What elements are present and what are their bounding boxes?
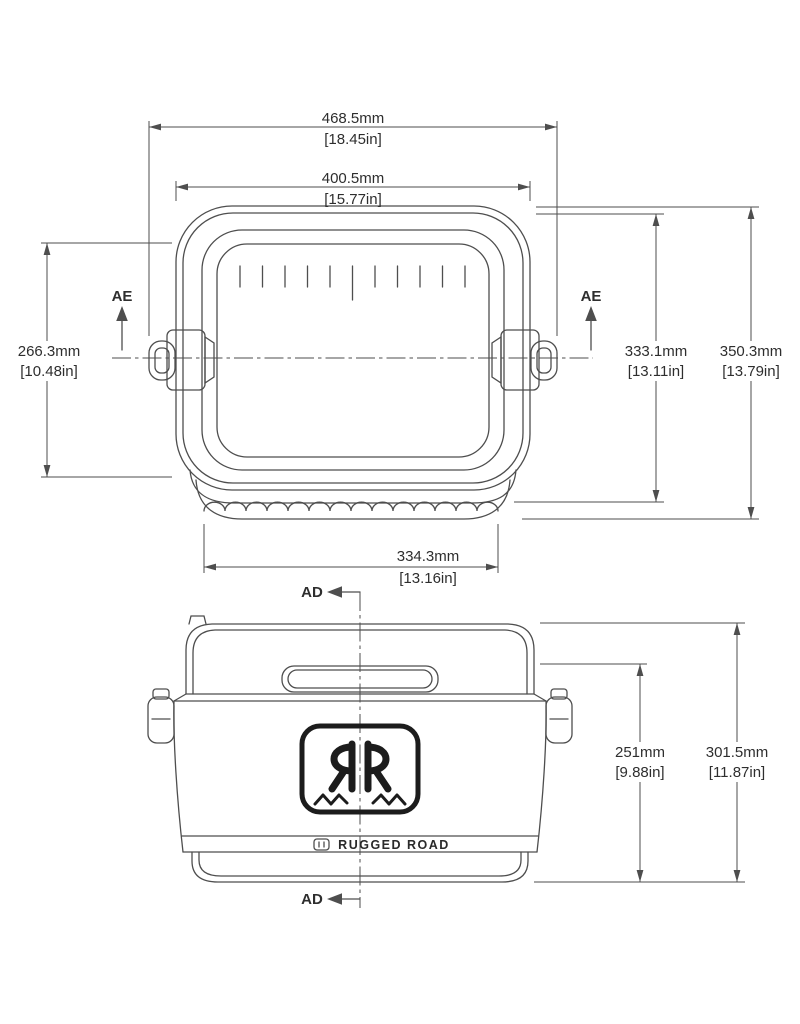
dim-overall-height-mm: 350.3mm xyxy=(720,343,783,360)
dim-inner-height-mm: 333.1mm xyxy=(625,343,688,360)
dim-left-height-in: [10.48in] xyxy=(20,363,78,380)
dim-overall-height-in: [13.79in] xyxy=(722,363,780,380)
lid-hinge-tab xyxy=(188,615,207,625)
left-latch-front-view xyxy=(147,688,175,744)
left-latch-top-view xyxy=(148,329,215,391)
section-label-ae-left: AE xyxy=(112,288,133,305)
handle-recess xyxy=(281,665,439,693)
dim-left-height: 266.3mm [10.48in] xyxy=(9,242,172,478)
brand-band: RUGGED ROAD xyxy=(313,838,450,852)
section-arrow-left-icon xyxy=(327,893,342,905)
top-view-lid-outline xyxy=(175,205,531,491)
front-view-body-outline xyxy=(173,693,547,883)
dim-lid-width-in: [15.77in] xyxy=(324,191,382,208)
dim-inner-height: 333.1mm [13.11in] xyxy=(514,213,695,503)
dim-body-height: 251mm [9.88in] xyxy=(534,663,745,883)
base-foot xyxy=(191,851,529,883)
dim-overall-width: 468.5mm [18.45in] xyxy=(148,110,558,336)
dim-base-width-in: [13.16in] xyxy=(399,570,457,587)
section-arrow-up-icon xyxy=(585,306,597,321)
section-marker-ad-bottom: AD xyxy=(301,891,361,908)
dim-overall-width-mm: 468.5mm xyxy=(322,110,385,127)
dim-front-overall-height-mm: 301.5mm xyxy=(706,744,769,761)
brand-mini-logo-icon xyxy=(313,838,330,851)
dim-body-height-in: [9.88in] xyxy=(615,764,664,781)
dim-body-height-mm: 251mm xyxy=(615,744,665,761)
dim-left-height-mm: 266.3mm xyxy=(18,343,81,360)
rr-logo xyxy=(299,723,421,815)
front-view-lid-outline xyxy=(185,615,535,695)
dim-overall-height: 350.3mm [13.79in] xyxy=(522,206,791,520)
top-view-base-outline xyxy=(189,469,517,520)
dim-front-overall-height: 301.5mm [11.87in] xyxy=(540,622,776,882)
section-arrow-left-icon xyxy=(327,586,342,598)
dim-base-width-mm: 334.3mm xyxy=(397,548,460,565)
dim-lid-width-mm: 400.5mm xyxy=(322,170,385,187)
section-marker-ae-right: AE xyxy=(581,288,602,351)
section-label-ae-right: AE xyxy=(581,288,602,305)
section-marker-ad-top: AD xyxy=(301,584,361,601)
section-label-ad-top: AD xyxy=(301,584,323,601)
dim-inner-height-in: [13.11in] xyxy=(628,363,684,380)
dim-front-overall-height-in: [11.87in] xyxy=(709,764,765,781)
lid-vent-slots xyxy=(239,265,466,301)
right-latch-top-view xyxy=(491,329,558,391)
front-view: RUGGED ROAD AD AD 251mm [9.88in] xyxy=(147,584,776,908)
dim-base-width: 334.3mm [13.16in] xyxy=(203,524,499,587)
dim-overall-width-in: [18.45in] xyxy=(324,131,382,148)
right-latch-front-view xyxy=(545,688,573,744)
section-marker-ae-left: AE xyxy=(112,288,133,351)
top-view: AE AE 468.5mm [18.45in] xyxy=(9,110,791,587)
base-scallops xyxy=(203,501,499,512)
section-label-ad-bottom: AD xyxy=(301,891,323,908)
brand-wordmark: RUGGED ROAD xyxy=(338,838,450,852)
section-arrow-up-icon xyxy=(116,306,128,321)
dim-lid-width: 400.5mm [15.77in] xyxy=(175,170,531,208)
